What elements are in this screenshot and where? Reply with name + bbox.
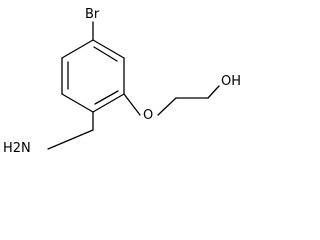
ring-bond-c1-c2 xyxy=(92,39,125,59)
bond-ch2-n xyxy=(47,129,94,150)
ring-bond-c3-c4 xyxy=(92,93,125,113)
bromine-label: Br xyxy=(84,7,101,22)
ring-double-bond-c1-c2 xyxy=(93,46,118,62)
bond-o-ch2 xyxy=(157,97,177,116)
structure-bonds xyxy=(47,21,220,150)
bond-c3-o xyxy=(123,93,141,116)
ring-bond-c4-c5 xyxy=(61,93,94,113)
hydroxyl-label: OH xyxy=(220,74,243,89)
amine-label: H2N xyxy=(2,141,32,156)
structure-canvas: Br H2N O OH xyxy=(2,7,243,156)
ring-double-bond-c3-c4 xyxy=(94,90,119,105)
ether-oxygen-label: O xyxy=(142,108,155,123)
ring-bond-c6-c1 xyxy=(61,39,94,59)
bond-ch2-oh xyxy=(207,85,220,99)
